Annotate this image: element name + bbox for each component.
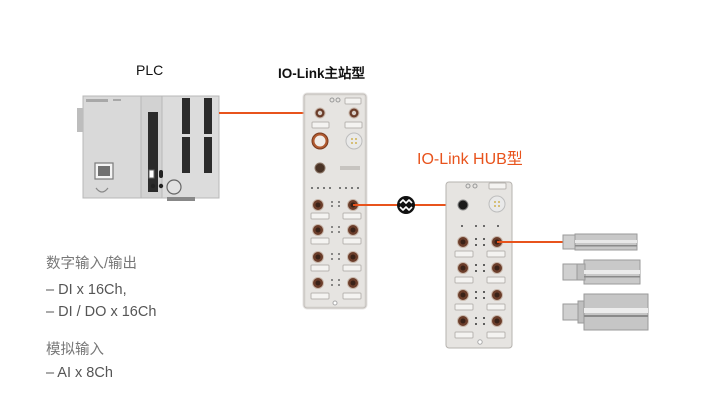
terminal-block <box>204 98 212 134</box>
terminal-block <box>148 112 158 192</box>
iolink-hub-title: IO-Link HUB型 <box>417 151 523 168</box>
terminal-block <box>204 137 212 173</box>
analog-input-item: – AI x 8Ch <box>46 365 113 381</box>
digital-io-item: – DI / DO x 16Ch <box>46 304 157 320</box>
proximity-sensor-small[interactable] <box>562 233 638 251</box>
terminal-block <box>182 137 190 173</box>
hub-port-grid <box>454 236 506 339</box>
proximity-sensor-large[interactable] <box>562 293 649 331</box>
master-port-grid <box>310 199 362 300</box>
power-in-port <box>345 132 363 150</box>
proximity-sensor-medium[interactable] <box>562 259 641 285</box>
plc-device[interactable] <box>77 95 220 201</box>
iolink-hub-device[interactable] <box>445 181 513 349</box>
analog-input-heading: 模拟输入 <box>46 342 104 358</box>
mini-din-port <box>166 179 182 195</box>
power-in-port <box>488 195 506 213</box>
digital-io-heading: 数字输入/输出 <box>46 256 138 272</box>
plc-title: PLC <box>136 62 164 78</box>
ac-dc-converter-icon <box>397 196 415 214</box>
iolink-master-device[interactable] <box>302 92 368 310</box>
iolink-master-title: IO-Link主站型 <box>278 66 365 81</box>
terminal-block <box>182 98 190 134</box>
iolink-in-port <box>457 199 469 211</box>
digital-io-item: – DI x 16Ch, <box>46 282 127 298</box>
